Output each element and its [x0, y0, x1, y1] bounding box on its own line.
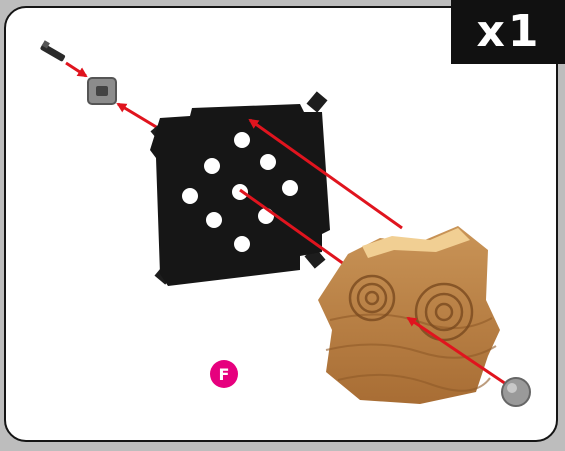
fossil-tile-icon: [318, 226, 500, 404]
connector-icon: [87, 77, 117, 105]
round-cap-icon: [501, 377, 531, 407]
pin-icon: [40, 40, 66, 62]
quantity-label: x1: [476, 5, 542, 57]
step-badge: F: [210, 360, 238, 388]
tile-center-arrow-line: [239, 188, 359, 276]
cap-arrow: [406, 316, 507, 386]
quantity-badge: x1: [451, 0, 565, 64]
black-plate-icon: [150, 91, 330, 286]
step-letter: F: [218, 364, 230, 384]
connector-arrow: [116, 102, 159, 130]
pin-arrow: [65, 61, 88, 78]
tile-to-plate-arrow: [248, 118, 403, 230]
